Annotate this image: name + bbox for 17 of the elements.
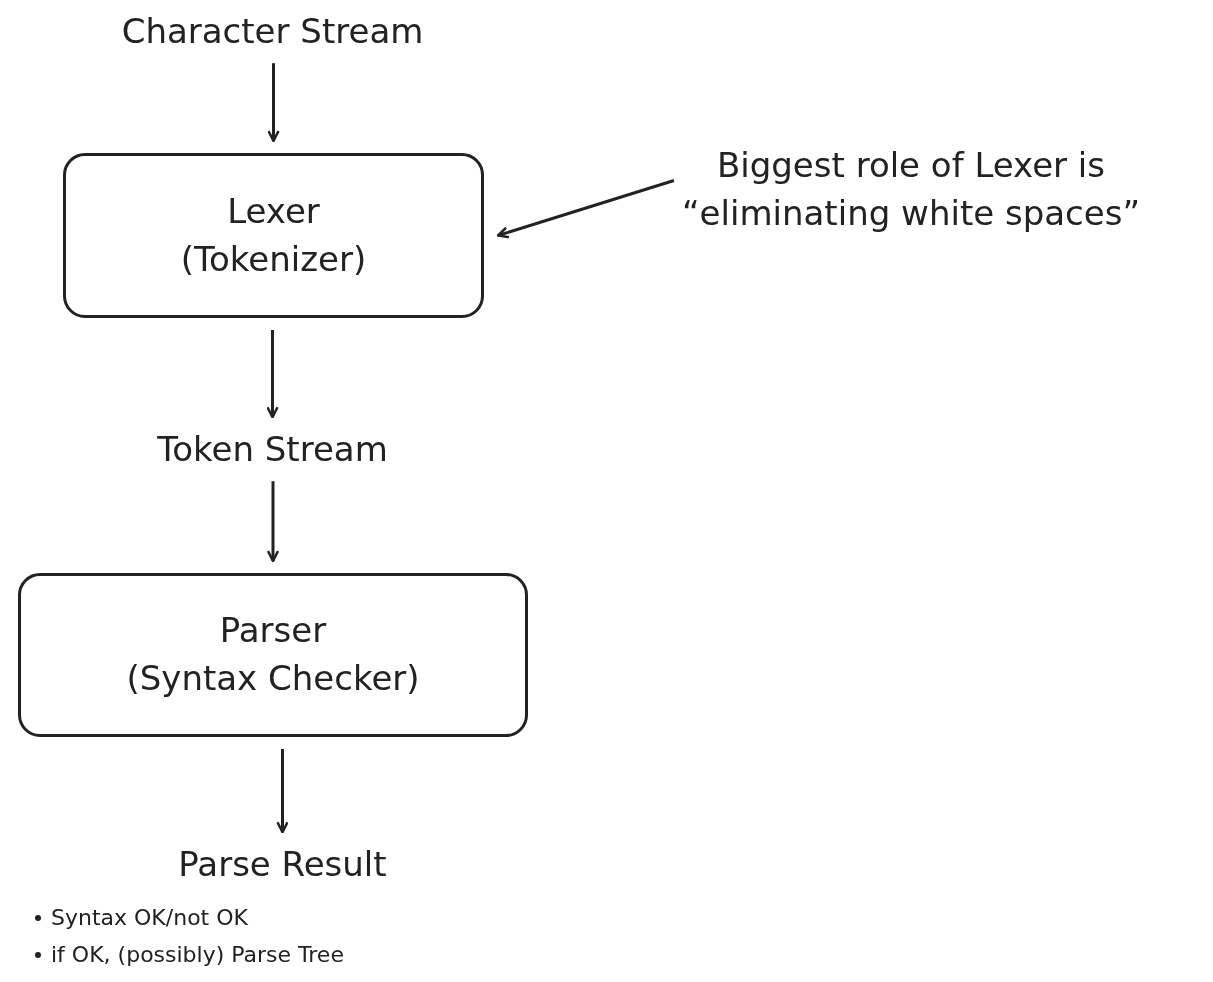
arrow — [267, 63, 280, 143]
arrow — [496, 179, 675, 239]
flow-label: Character Stream — [121, 10, 424, 54]
arrow — [266, 330, 279, 419]
box-label: Lexer — [227, 189, 320, 233]
bullet-item: if OK, (possibly) Parse Tree — [35, 936, 344, 973]
arrow — [276, 749, 289, 834]
box-label: (Syntax Checker) — [126, 657, 420, 700]
flow-label: Parse Result — [178, 843, 387, 887]
arrow — [266, 481, 280, 563]
box-label: (Tokenizer) — [180, 237, 367, 281]
box-label: Parser — [219, 609, 327, 653]
annotation-text: Biggest role of Lexer is “eliminating white spaces” — [681, 144, 1141, 235]
process-box — [18, 573, 528, 737]
bullet-item: Syntax OK/not OK — [35, 899, 248, 936]
flow-label: Token Stream — [157, 428, 388, 472]
process-box — [63, 153, 484, 318]
